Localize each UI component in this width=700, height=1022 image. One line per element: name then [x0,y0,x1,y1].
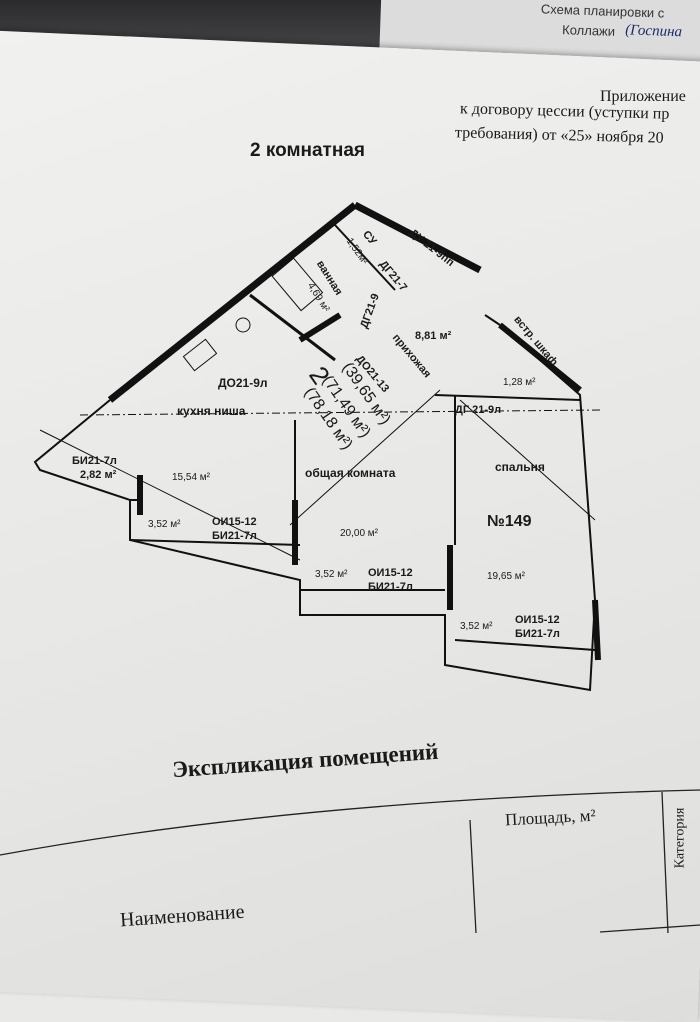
balcony-1-area: 3,52 м² [148,519,181,530]
small-balcony-window: БИ21-7л [72,455,117,467]
appendix-title: Приложение [600,88,686,105]
column-header-category: Категория [672,807,688,869]
kitchen-area: 15,54 м² [172,472,211,483]
plan-title: 2 комнатная [250,140,365,161]
balcony-3-area: 3,52 м² [460,621,493,632]
apartment-number: №149 [487,513,532,530]
bedroom-area: 19,65 м² [487,571,526,582]
living-room-area: 20,00 м² [340,528,379,539]
door-do219l-label: ДО21-9л [218,376,268,390]
exterior-wall-nw [107,202,358,403]
hall-area: 8,81 м² [415,330,452,342]
balcony-3-oi: ОИ15-12 [515,614,560,626]
balcony-3-bi: БИ21-7л [515,628,560,640]
kitchen-label: кухня ниша [177,404,246,418]
exterior-wall-ne [353,201,482,274]
balcony-2-bi: БИ21-7л [368,581,413,593]
explication-table-grid [0,789,700,933]
living-room-label: общая комната [305,466,396,480]
floor-plan-drawing [33,201,601,692]
balcony-1-bi: БИ21-7л [212,530,257,542]
bedroom-label: спальня [495,460,545,474]
balcony-1-oi: ОИ15-12 [212,516,257,528]
small-balcony-area: 2,82 м² [80,469,117,481]
balcony-2-oi: ОИ15-12 [368,567,413,579]
balcony-2-area: 3,52 м² [315,569,348,580]
door-dg219l-label: ДГ 21-9л [455,404,502,416]
closet-area: 1,28 м² [503,377,536,388]
